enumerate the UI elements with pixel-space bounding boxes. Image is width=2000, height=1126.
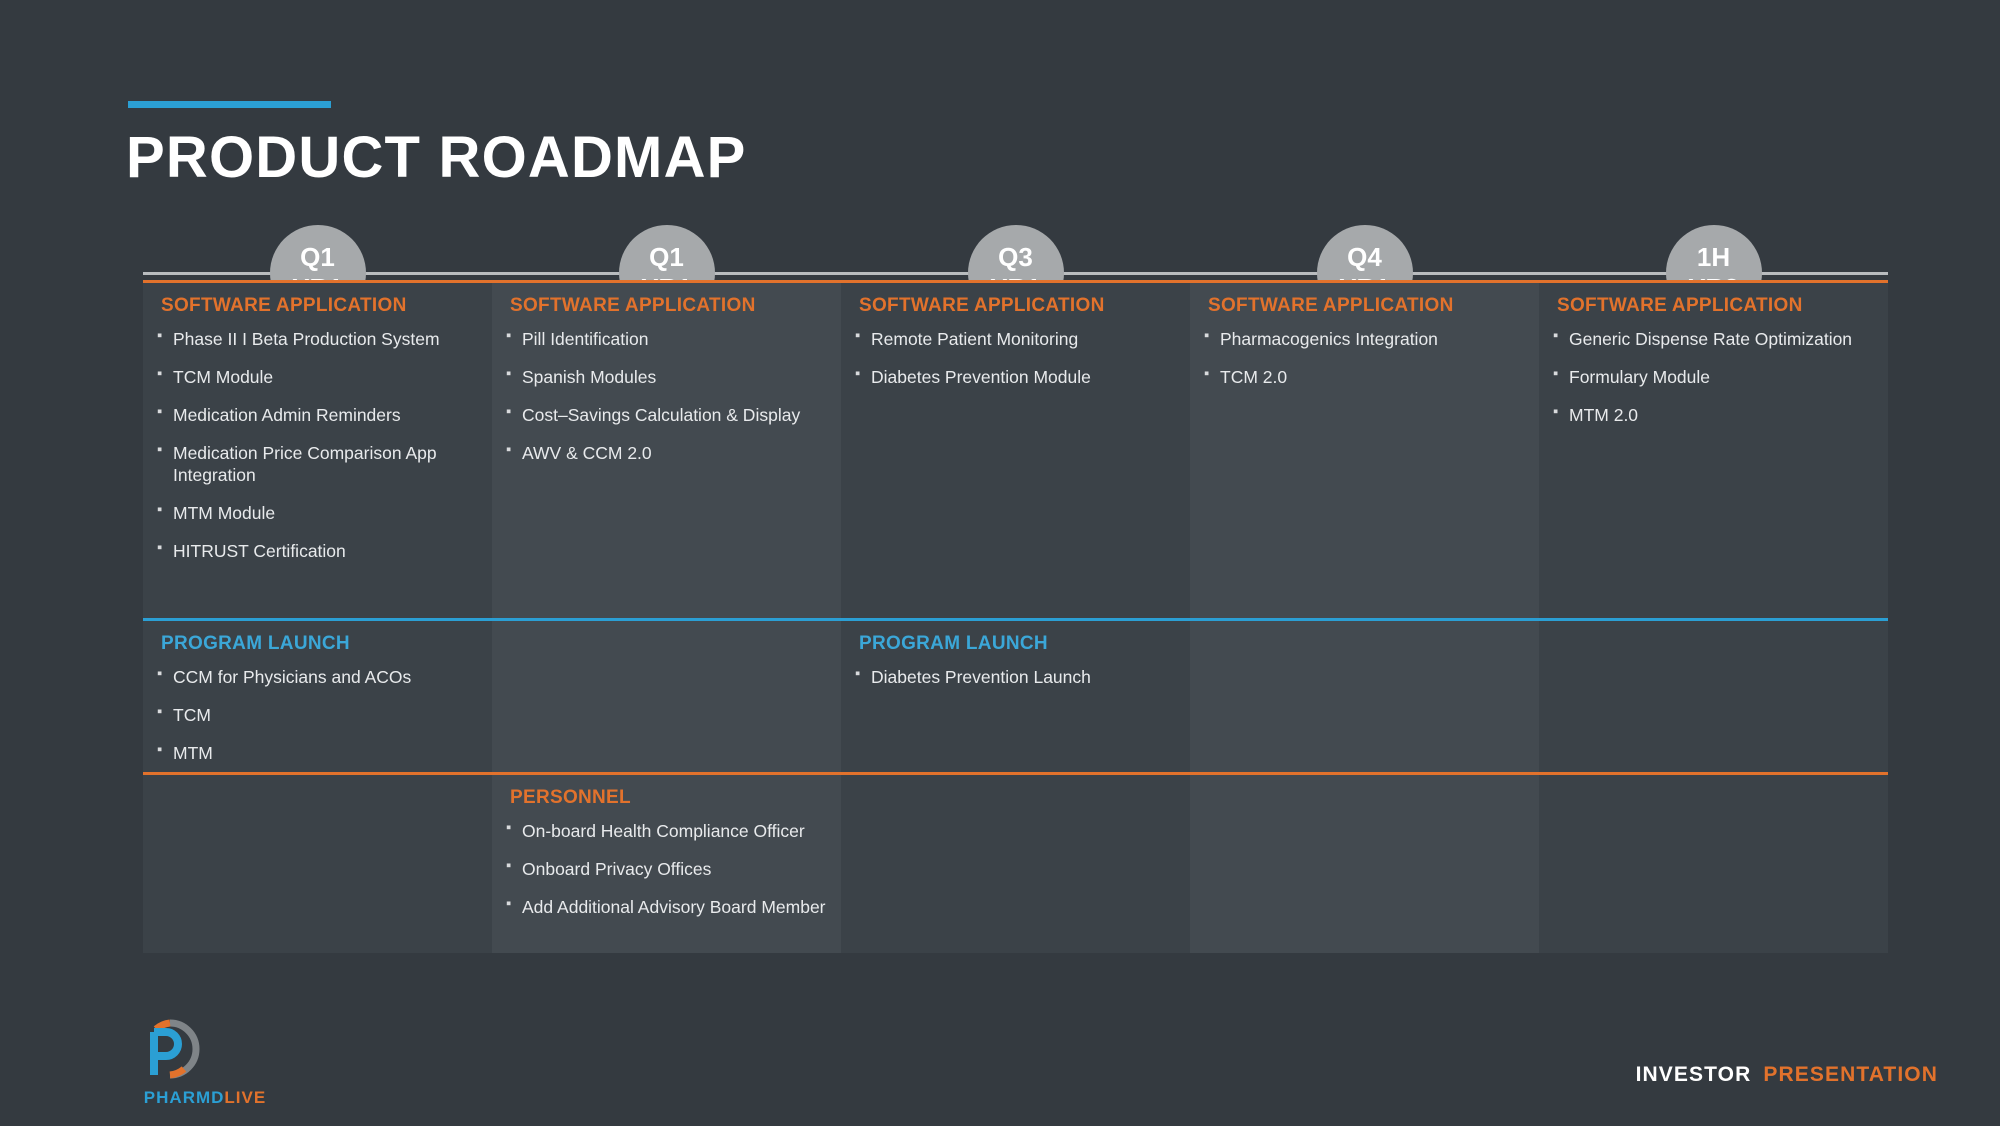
list-item[interactable]: TCM Module <box>157 365 482 388</box>
list-item[interactable]: TCM 2.0 <box>1204 365 1529 388</box>
marker-quarter: 1H <box>1696 242 1731 273</box>
list-item[interactable]: Formulary Module <box>1553 365 1878 388</box>
list-item[interactable]: Diabetes Prevention Launch <box>855 665 1180 688</box>
band-program-col5 <box>1539 618 1888 772</box>
band-items-software: Remote Patient MonitoringDiabetes Preven… <box>855 327 1180 404</box>
band-items-program: Diabetes Prevention Launch <box>855 665 1180 704</box>
roadmap-column-4: SOFTWARE APPLICATION Pharmacogenics Integ… <box>1190 280 1539 953</box>
list-item[interactable]: Pharmacogenics Integration <box>1204 327 1529 350</box>
roadmap-column-1: SOFTWARE APPLICATION Phase II I Beta Prod… <box>143 280 492 953</box>
band-program-col1: PROGRAM LAUNCH CCM for Physicians and ACO… <box>143 618 492 772</box>
list-item[interactable]: HITRUST Certification <box>157 539 482 562</box>
roadmap-column-2: SOFTWARE APPLICATION Pill IdentificationS… <box>492 280 841 953</box>
list-item[interactable]: Remote Patient Monitoring <box>855 327 1180 350</box>
band-divider <box>1539 280 1888 283</box>
band-program-col2 <box>492 618 841 772</box>
band-items-software: Pill IdentificationSpanish ModulesCost–S… <box>506 327 831 480</box>
band-divider <box>1539 618 1888 621</box>
band-divider <box>1190 772 1539 775</box>
band-title-software: SOFTWARE APPLICATION <box>161 295 407 316</box>
band-personnel-col1 <box>143 772 492 953</box>
roadmap-grid: SOFTWARE APPLICATION Phase II I Beta Prod… <box>143 280 1888 953</box>
band-program-col4 <box>1190 618 1539 772</box>
band-title-program: PROGRAM LAUNCH <box>161 633 350 654</box>
pharmd-live-logo: PHARMDLIVE <box>110 1018 300 1108</box>
list-item[interactable]: Pill Identification <box>506 327 831 350</box>
band-software-col5: SOFTWARE APPLICATION Generic Dispense Rat… <box>1539 280 1888 618</box>
marker-quarter: Q1 <box>300 242 335 273</box>
logo-pharmd-text: PHARMD <box>143 1088 225 1107</box>
band-personnel-col3 <box>841 772 1190 953</box>
list-item[interactable]: AWV & CCM 2.0 <box>506 441 831 464</box>
list-item[interactable]: Medication Price Comparison App Integrat… <box>157 441 482 486</box>
list-item[interactable]: Generic Dispense Rate Optimization <box>1553 327 1878 350</box>
band-title-software: SOFTWARE APPLICATION <box>1208 295 1454 316</box>
band-divider <box>492 280 841 283</box>
band-personnel-col5 <box>1539 772 1888 953</box>
logo-mark-icon <box>140 1018 202 1082</box>
band-items-personnel: On-board Health Compliance OfficerOnboar… <box>506 819 831 934</box>
list-item[interactable]: MTM 2.0 <box>1553 403 1878 426</box>
footer-presentation-text: PRESENTATION <box>1763 1063 1938 1086</box>
list-item[interactable]: Onboard Privacy Offices <box>506 857 831 880</box>
page-title: PRODUCT ROADMAP <box>126 125 747 190</box>
roadmap-column-3: SOFTWARE APPLICATION Remote Patient Monit… <box>841 280 1190 953</box>
list-item[interactable]: Phase II I Beta Production System <box>157 327 482 350</box>
title-accent-rule <box>128 101 331 108</box>
band-divider <box>492 618 841 621</box>
band-divider <box>143 280 492 283</box>
band-divider <box>492 772 841 775</box>
band-title-software: SOFTWARE APPLICATION <box>859 295 1105 316</box>
list-item[interactable]: Spanish Modules <box>506 365 831 388</box>
logo-wordmark: PHARMDLIVE <box>110 1088 300 1108</box>
band-software-col3: SOFTWARE APPLICATION Remote Patient Monit… <box>841 280 1190 618</box>
band-divider <box>1190 280 1539 283</box>
list-item[interactable]: Medication Admin Reminders <box>157 403 482 426</box>
band-software-col1: SOFTWARE APPLICATION Phase II I Beta Prod… <box>143 280 492 618</box>
footer-branding: INVESTOR PRESENTATION <box>1636 1063 1938 1087</box>
footer-investor-text: INVESTOR <box>1635 1063 1752 1086</box>
band-items-program: CCM for Physicians and ACOsTCM MTM <box>157 665 482 780</box>
marker-quarter: Q3 <box>998 242 1033 273</box>
band-title-personnel: PERSONNEL <box>510 787 631 808</box>
band-personnel-col2: PERSONNEL On-board Health Compliance Offi… <box>492 772 841 953</box>
list-item[interactable]: MTM Module <box>157 501 482 524</box>
list-item[interactable]: CCM for Physicians and ACOs <box>157 665 482 688</box>
marker-quarter: Q1 <box>649 242 684 273</box>
band-items-software: Phase II I Beta Production SystemTCM Mod… <box>157 327 482 578</box>
band-divider <box>841 772 1190 775</box>
logo-live-text: LIVE <box>224 1088 267 1107</box>
band-divider <box>841 618 1190 621</box>
band-program-col3: PROGRAM LAUNCH Diabetes Prevention Launch <box>841 618 1190 772</box>
list-item[interactable]: On-board Health Compliance Officer <box>506 819 831 842</box>
band-items-software: Generic Dispense Rate OptimizationFormul… <box>1553 327 1878 442</box>
band-divider <box>143 772 492 775</box>
band-items-software: Pharmacogenics IntegrationTCM 2.0 <box>1204 327 1529 404</box>
band-divider <box>841 280 1190 283</box>
list-item[interactable]: MTM <box>157 741 482 764</box>
band-title-software: SOFTWARE APPLICATION <box>1557 295 1803 316</box>
list-item[interactable]: Add Additional Advisory Board Member <box>506 895 831 918</box>
band-divider <box>143 618 492 621</box>
marker-quarter: Q4 <box>1347 242 1382 273</box>
band-title-program: PROGRAM LAUNCH <box>859 633 1048 654</box>
band-divider <box>1190 618 1539 621</box>
list-item[interactable]: Diabetes Prevention Module <box>855 365 1180 388</box>
roadmap-column-5: SOFTWARE APPLICATION Generic Dispense Rat… <box>1539 280 1888 953</box>
band-personnel-col4 <box>1190 772 1539 953</box>
band-software-col2: SOFTWARE APPLICATION Pill IdentificationS… <box>492 280 841 618</box>
band-divider <box>1539 772 1888 775</box>
band-software-col4: SOFTWARE APPLICATION Pharmacogenics Integ… <box>1190 280 1539 618</box>
list-item[interactable]: Cost–Savings Calculation & Display <box>506 403 831 426</box>
band-title-software: SOFTWARE APPLICATION <box>510 295 756 316</box>
list-item[interactable]: TCM <box>157 703 482 726</box>
